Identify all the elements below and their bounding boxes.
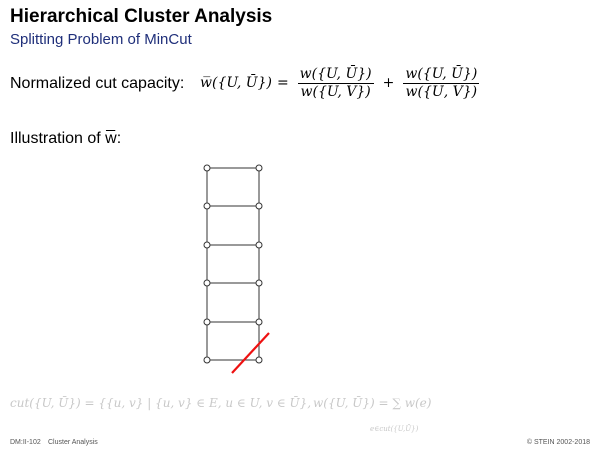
cut-line [231, 332, 270, 374]
slide-title: Hierarchical Cluster Analysis [10, 6, 273, 27]
fraction-1-numerator: w({U, Ū}) [297, 65, 374, 84]
formula-fraction-1: w({U, Ū}) w({U, V}) [297, 65, 374, 101]
graph-node [255, 164, 263, 172]
graph-node [203, 356, 211, 364]
fraction-2-numerator: w({U, Ū}) [403, 65, 480, 84]
cut-definition: cut({U, Ū}) = {{u, v} | {u, v} ∈ E, u ∈ … [10, 396, 312, 410]
graph-node [255, 202, 263, 210]
graph-node [255, 356, 263, 364]
formula-lhs: w̅({U, Ū}) [200, 75, 272, 91]
sum-subscript: e∈cut({U,Ū}) [370, 425, 419, 433]
slide-subtitle: Splitting Problem of MinCut [10, 31, 192, 48]
formula-equals: = [276, 75, 289, 91]
formula-fraction-2: w({U, Ū}) w({Ū, V}) [403, 65, 480, 101]
graph-node [203, 279, 211, 287]
footer-slide-id: DM:II-102 [10, 439, 41, 446]
normalized-cut-label: Normalized cut capacity: [10, 75, 185, 92]
footer-copyright: © STEIN 2002-2018 [526, 439, 590, 446]
graph-node [203, 241, 211, 249]
weight-definition: w({U, Ū}) = ∑ w(e) [313, 396, 432, 410]
fraction-1-denominator: w({U, V}) [300, 83, 371, 100]
fraction-2-denominator: w({Ū, V}) [405, 83, 478, 100]
graph-node [255, 241, 263, 249]
graph-node [255, 318, 263, 326]
formula-plus: + [382, 75, 395, 91]
graph-node [203, 318, 211, 326]
graph-node [203, 202, 211, 210]
graph-node [203, 164, 211, 172]
illustration-label: Illustration of w̅: [10, 130, 122, 147]
normalized-cut-formula: w̅({U, Ū}) = w({U, Ū}) w({U, V}) + w({U,… [200, 62, 483, 104]
graph-node [255, 279, 263, 287]
footer-topic: Cluster Analysis [48, 439, 98, 446]
